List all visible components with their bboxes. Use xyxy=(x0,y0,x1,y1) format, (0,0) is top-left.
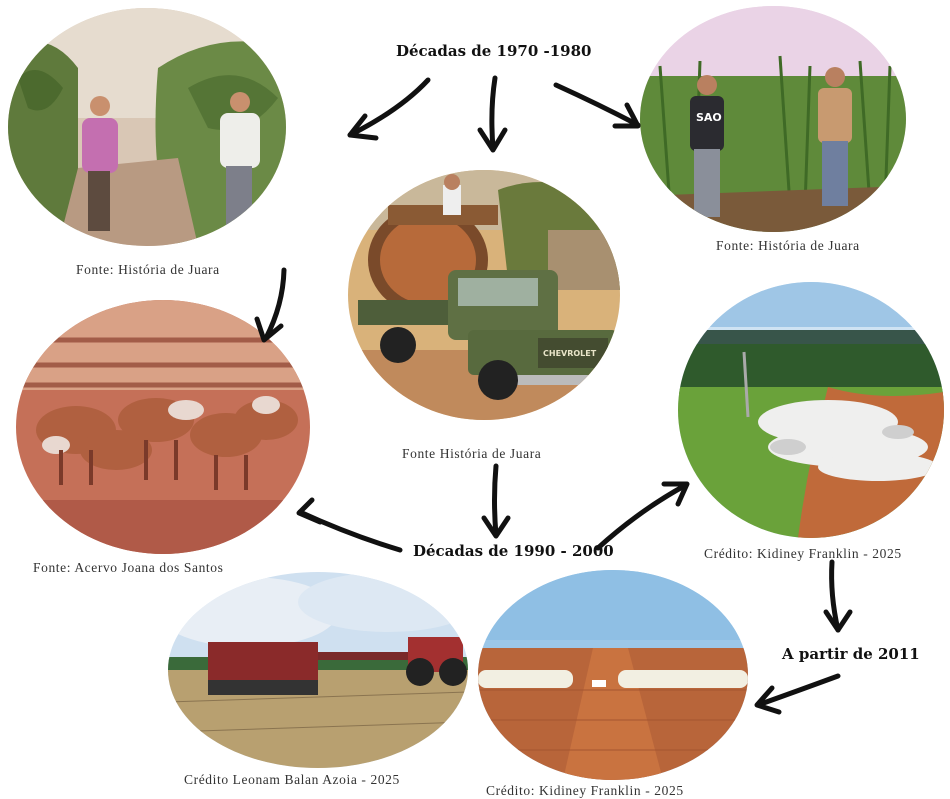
arrow-to-coffee-farmers xyxy=(350,80,428,135)
arrow-to-1990-heading xyxy=(495,466,497,535)
arrow-to-log-truck xyxy=(492,78,495,148)
arrow-1990-to-cattle-road xyxy=(598,485,686,548)
